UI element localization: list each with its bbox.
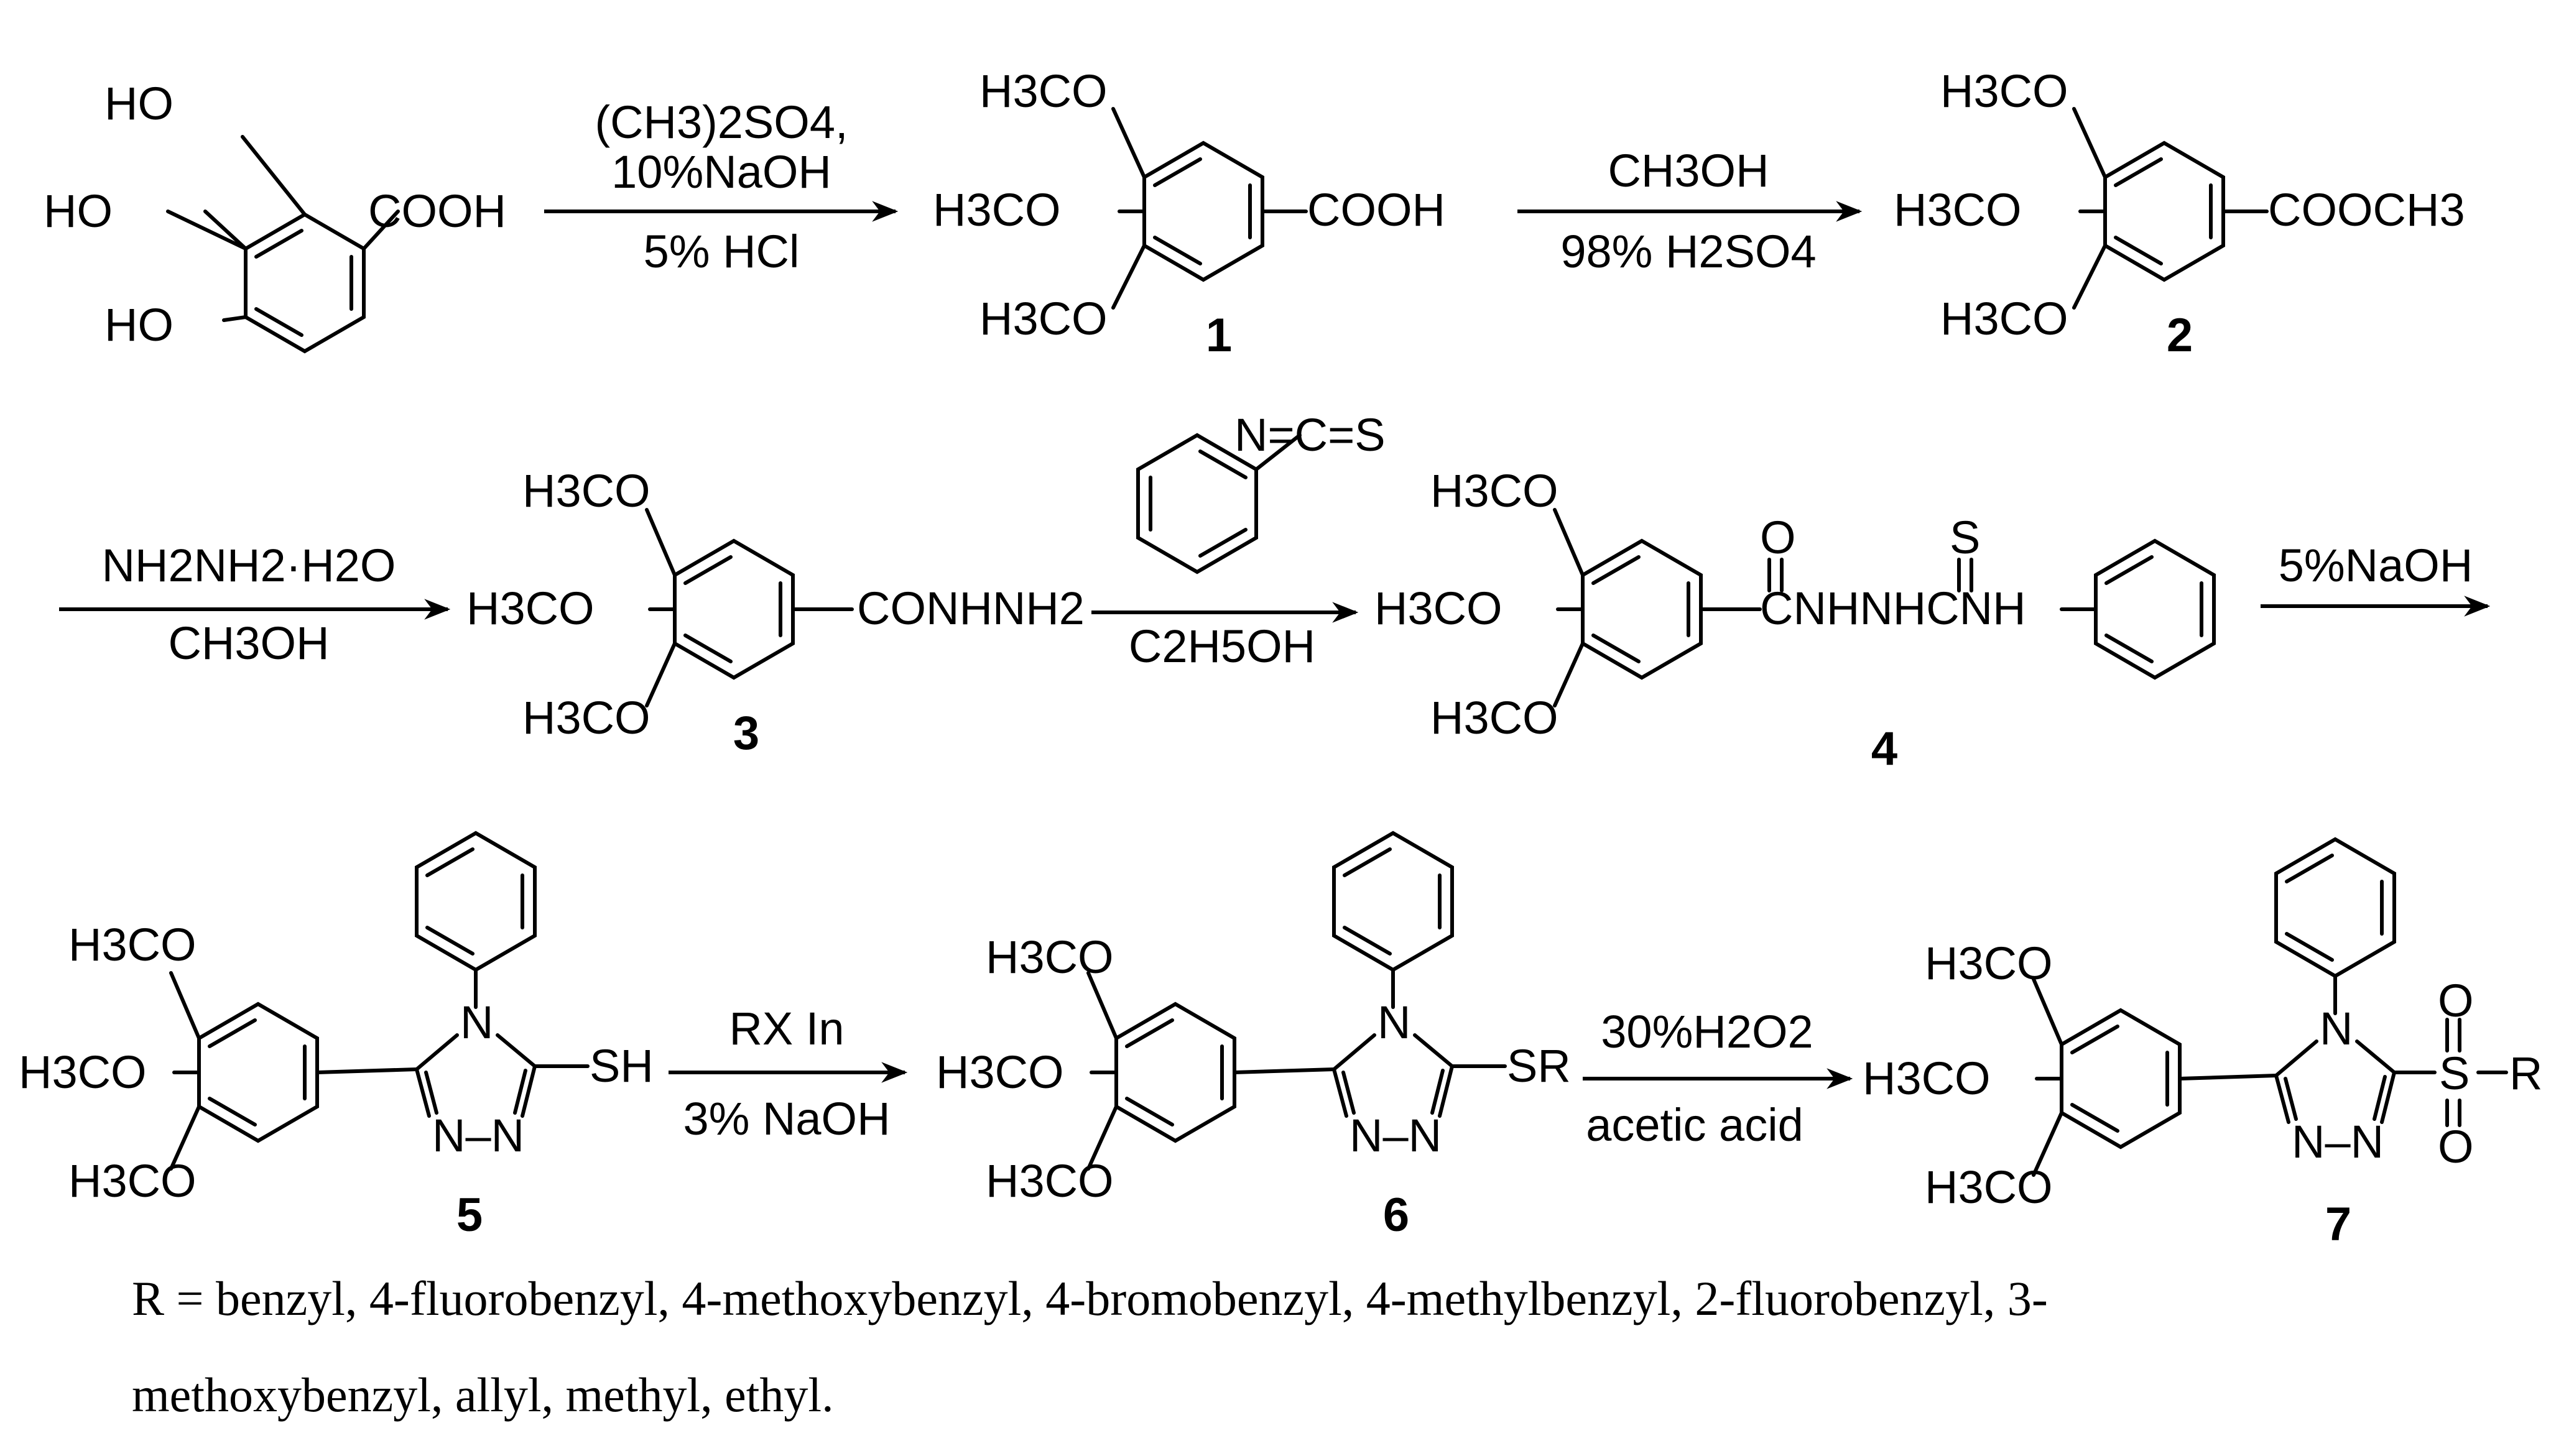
reagent-label: 5% HCl — [644, 226, 800, 277]
methoxy-label: H3CO — [19, 1046, 147, 1098]
carbonyl-oxygen-label: O — [1760, 512, 1796, 563]
compound-number: 7 — [2325, 1198, 2351, 1251]
sulfone-sulfur-label: S — [2439, 1048, 2470, 1099]
hydroxyl-label: HO — [44, 185, 113, 237]
triazole-nitrogen-label: N — [1377, 997, 1410, 1048]
methoxy-label: H3CO — [522, 692, 650, 744]
methoxy-label: H3CO — [986, 1155, 1114, 1207]
reagent-label: 30%H2O2 — [1601, 1006, 1813, 1057]
methoxy-label: H3CO — [1925, 938, 2053, 989]
phenyl-isothiocyanate-structure — [1136, 433, 1302, 574]
methoxy-label: H3CO — [1430, 692, 1558, 744]
compound-number: 4 — [1871, 722, 1897, 775]
methoxy-label: H3CO — [979, 293, 1108, 344]
hydroxyl-label: HO — [104, 299, 174, 351]
reagent-label: NH2NH2·H2O — [102, 540, 396, 591]
compound-3-structure — [645, 508, 854, 707]
gallic-acid-structure — [166, 135, 400, 354]
methoxy-label: H3CO — [466, 583, 595, 634]
methyl-ester-label: COOCH3 — [2268, 184, 2465, 236]
triazole-nitrogen-label: N–N — [432, 1110, 524, 1161]
sulfone-oxygen-label: O — [2438, 975, 2474, 1026]
reagent-label: RX In — [729, 1003, 844, 1054]
reagent-label: CH3OH — [168, 617, 329, 669]
reagent-label: 10%NaOH — [611, 146, 831, 198]
reagent-label: CH3OH — [1608, 145, 1769, 196]
triazole-nitrogen-label: N–N — [1350, 1110, 1442, 1161]
compound-number: 2 — [2167, 309, 2193, 362]
compound-number: 6 — [1383, 1189, 1409, 1242]
isothiocyanate-label: N=C=S — [1234, 409, 1386, 461]
sulfone-oxygen-label: O — [2438, 1121, 2474, 1173]
reagent-label: 3% NaOH — [683, 1093, 890, 1145]
methoxy-label: H3CO — [522, 465, 650, 517]
compound-4-structure — [1553, 508, 2216, 707]
hydroxyl-label: HO — [104, 78, 174, 129]
reagent-label: C2H5OH — [1129, 620, 1315, 672]
methoxy-label: H3CO — [68, 1155, 197, 1207]
methoxy-label: H3CO — [979, 65, 1108, 117]
thioether-label: SR — [1507, 1040, 1571, 1092]
methoxy-label: H3CO — [1940, 293, 2068, 344]
compound-1-structure — [1111, 107, 1308, 310]
reagent-label: 5%NaOH — [2279, 540, 2473, 591]
reagent-label: 98% H2SO4 — [1560, 226, 1816, 277]
methoxy-label: H3CO — [933, 184, 1061, 236]
r-group-definition: R = benzyl, 4-fluorobenzyl, 4-methoxyben… — [132, 1271, 2048, 1325]
compound-number: 5 — [456, 1189, 483, 1242]
methoxy-label: H3CO — [1863, 1053, 1991, 1104]
methoxy-label: H3CO — [1430, 465, 1558, 517]
triazole-nitrogen-label: N — [460, 997, 493, 1048]
triazole-nitrogen-label: N–N — [2292, 1116, 2384, 1168]
r-group-definition-continued: methoxybenzyl, allyl, methyl, ethyl. — [132, 1368, 834, 1422]
compound-number: 3 — [733, 707, 759, 760]
methoxy-label: H3CO — [936, 1046, 1064, 1098]
compound-2-structure — [2072, 107, 2269, 310]
reagent-label: (CH3)2SO4, — [595, 96, 848, 148]
compound-7-structure — [2032, 837, 2508, 1177]
thiol-label: SH — [590, 1040, 654, 1092]
thione-sulfur-label: S — [1950, 512, 1980, 563]
methoxy-label: H3CO — [1894, 184, 2022, 236]
methoxy-label: H3CO — [1374, 583, 1502, 634]
benzene-ring — [166, 135, 400, 354]
carboxyl-label: COOH — [1307, 184, 1445, 236]
methoxy-label: H3CO — [986, 931, 1114, 983]
compound-number: 1 — [1206, 309, 1232, 362]
r-group-label: R — [2509, 1048, 2542, 1099]
carboxyl-label: COOH — [368, 185, 506, 237]
reagent-label: acetic acid — [1586, 1099, 1803, 1151]
compound-6-structure — [1086, 831, 1507, 1171]
compound-5-structure — [169, 831, 590, 1171]
triazole-nitrogen-label: N — [2320, 1003, 2353, 1054]
hydrazide-label: CONHNH2 — [857, 583, 1085, 634]
methoxy-label: H3CO — [68, 919, 197, 970]
methoxy-label: H3CO — [1925, 1161, 2053, 1213]
methoxy-label: H3CO — [1940, 65, 2068, 117]
thiosemicarbazide-label: CNHNHCNH — [1760, 583, 2026, 634]
